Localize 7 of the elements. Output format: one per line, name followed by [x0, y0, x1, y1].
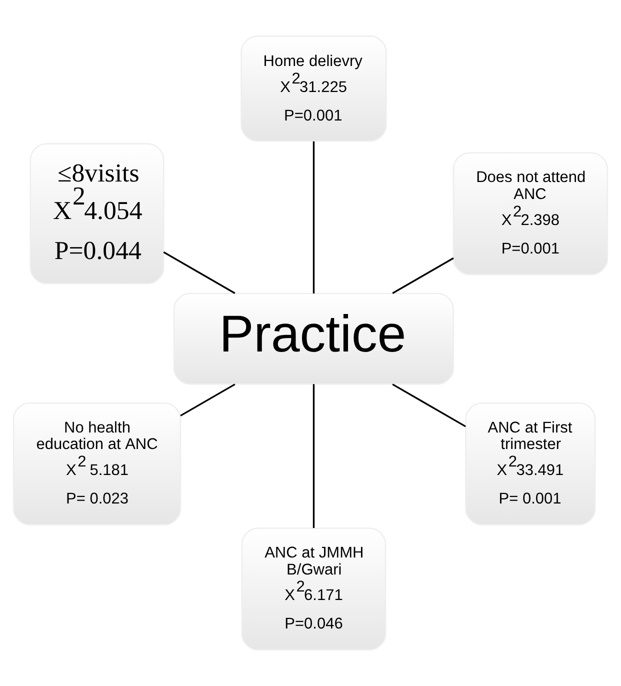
- connector: [180, 384, 236, 416]
- connector: [392, 257, 454, 294]
- connector: [312, 141, 315, 294]
- connector: [163, 251, 236, 294]
- connector: [392, 384, 466, 428]
- node-box: Practice: [173, 292, 454, 385]
- connector: [312, 384, 315, 528]
